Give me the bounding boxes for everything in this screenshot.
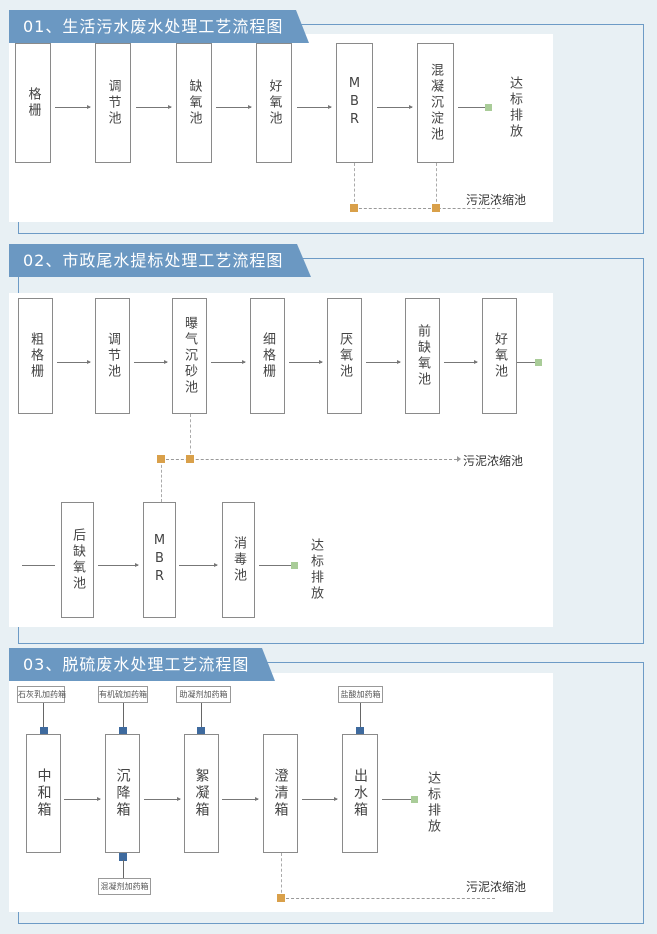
flow-arrow <box>289 360 323 364</box>
continue-node <box>535 359 542 366</box>
output-node <box>291 562 298 569</box>
discharge-label: 达标排放 <box>425 771 440 835</box>
flow-arrow <box>377 105 413 109</box>
dosing-node <box>119 727 127 735</box>
process-box: 格栅 <box>15 43 51 163</box>
sludge-node <box>432 204 440 212</box>
discharge-label: 达标排放 <box>308 538 323 602</box>
sludge-thickener-label: 污泥浓缩池 <box>466 193 527 207</box>
dosing-line <box>123 860 124 878</box>
process-box: 厌氧池 <box>327 298 362 414</box>
continue-line <box>517 362 537 363</box>
dosing-node <box>197 727 205 735</box>
reagent-box: 有机硫加药箱 <box>98 686 148 703</box>
output-node <box>485 104 492 111</box>
incoming-line <box>22 565 55 566</box>
reagent-box: 混凝剂加药箱 <box>98 878 151 895</box>
process-box: 混凝沉淀池 <box>417 43 454 163</box>
section-3-title: 03、脱硫废水处理工艺流程图 <box>9 648 275 681</box>
flow-arrow <box>98 563 139 567</box>
sludge-node <box>157 455 165 463</box>
flow-arrow <box>55 105 91 109</box>
flow-arrow <box>134 360 168 364</box>
output-line <box>259 565 292 566</box>
sludge-line <box>190 414 191 459</box>
process-box: 好氧池 <box>482 298 517 414</box>
process-box: 澄清箱 <box>263 734 298 853</box>
flow-arrow <box>64 797 101 801</box>
flow-arrow <box>57 360 91 364</box>
dosing-line <box>360 703 361 729</box>
sludge-node <box>186 455 194 463</box>
flow-arrow <box>136 105 172 109</box>
sludge-line <box>354 208 500 209</box>
process-box: 粗格栅 <box>18 298 53 414</box>
flow-arrow <box>302 797 338 801</box>
process-box: 沉降箱 <box>105 734 140 853</box>
dosing-node <box>119 853 127 861</box>
sludge-line <box>354 163 355 207</box>
sludge-node <box>277 894 285 902</box>
process-box: 曝气沉砂池 <box>172 298 207 414</box>
process-box: 出水箱 <box>342 734 378 853</box>
flow-arrow <box>444 360 478 364</box>
sludge-line <box>281 853 282 898</box>
discharge-label: 达标排放 <box>507 76 522 140</box>
dosing-line <box>201 703 202 729</box>
dosing-line <box>43 703 44 729</box>
flow-arrow <box>216 105 252 109</box>
process-box: 中和箱 <box>26 734 61 853</box>
dosing-node <box>356 727 364 735</box>
flow-arrow <box>297 105 332 109</box>
flow-arrow <box>222 797 259 801</box>
sludge-thickener-label: 污泥浓缩池 <box>466 880 527 894</box>
flow-arrow <box>211 360 246 364</box>
section-2-title: 02、市政尾水提标处理工艺流程图 <box>9 244 311 277</box>
reagent-box: 石灰乳加药箱 <box>17 686 66 703</box>
sludge-line <box>161 460 162 502</box>
output-node <box>411 796 418 803</box>
process-box: 缺氧池 <box>176 43 212 163</box>
process-box: 后缺氧池 <box>61 502 94 618</box>
process-box: 调节池 <box>95 43 131 163</box>
process-box: 细格栅 <box>250 298 285 414</box>
sludge-line <box>161 456 461 462</box>
output-line <box>458 107 486 108</box>
process-box: 絮凝箱 <box>184 734 219 853</box>
reagent-box: 盐酸加药箱 <box>338 686 383 703</box>
dosing-node <box>40 727 48 735</box>
process-box: 消毒池 <box>222 502 255 618</box>
sludge-node <box>350 204 358 212</box>
flow-arrow <box>144 797 181 801</box>
reagent-box: 助凝剂加药箱 <box>176 686 231 703</box>
process-box: MBR <box>336 43 373 163</box>
output-line <box>382 799 412 800</box>
process-box: 调节池 <box>95 298 130 414</box>
process-box: 好氧池 <box>256 43 292 163</box>
sludge-thickener-label: 污泥浓缩池 <box>463 454 524 468</box>
sludge-line <box>281 898 495 899</box>
dosing-line <box>123 703 124 729</box>
flow-arrow <box>179 563 218 567</box>
section-1-title: 01、生活污水废水处理工艺流程图 <box>9 10 309 43</box>
sludge-line <box>436 163 437 207</box>
process-box: 前缺氧池 <box>405 298 440 414</box>
process-box: MBR <box>143 502 176 618</box>
flow-arrow <box>366 360 401 364</box>
